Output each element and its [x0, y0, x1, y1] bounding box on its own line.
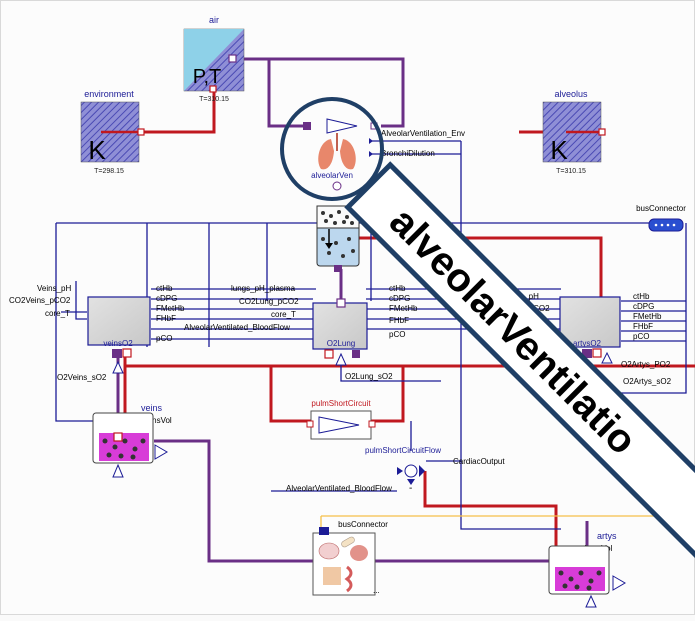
label-alv-bloodflow-1: AlveolarVentilated_BloodFlow: [184, 323, 290, 332]
air-param: T=310.15: [199, 96, 229, 103]
veinsO2-name: veinsO2: [103, 339, 133, 348]
organs-icon: [318, 536, 368, 593]
label-veins-ph: Veins_pH: [37, 284, 71, 293]
pulmShortCircuitFlow-name: pulmShortCircuitFlow: [365, 446, 441, 455]
alveolus-component[interactable]: alveolus K T=310.15: [542, 89, 606, 175]
label-fhbf-right: FHbF: [633, 322, 653, 331]
O2Lung-name: O2Lung: [327, 339, 355, 348]
bus-connector-bottom-name: busConnector: [338, 520, 388, 529]
label-o2lung-so2: O2Lung_sO2: [345, 372, 393, 381]
label-fmethb-mid: FMetHb: [389, 304, 418, 313]
environment-glyph: K: [88, 135, 106, 165]
minus-label: -: [409, 483, 412, 494]
veins-name: veins: [141, 403, 163, 413]
label-cdpg-right: cDPG: [633, 302, 654, 311]
bus-connector-top[interactable]: busConnector: [636, 204, 686, 232]
air-glyph: P,T: [193, 66, 222, 88]
pulmShortCircuit-name: pulmShortCircuit: [311, 399, 371, 408]
alv-env-label: AlveolarVentilation_Env: [381, 129, 465, 138]
label-cdpg-left: cDPG: [156, 294, 177, 303]
artys-name: artys: [597, 531, 617, 541]
label-pco-right: pCO: [633, 332, 649, 341]
label-pco-left: pCO: [156, 334, 172, 343]
label-co2lung: CO2Lung_pCO2: [239, 297, 299, 306]
bus-connector-top-name: busConnector: [636, 204, 686, 213]
pulmShortCircuitFlow-component[interactable]: pulmShortCircuitFlow -: [365, 446, 441, 494]
bus-connector-bottom-dots: ...: [373, 586, 380, 595]
environment-param: T=298.15: [94, 168, 124, 175]
alveolus-param: T=310.15: [556, 168, 586, 175]
label-fhbf-left: FHbF: [156, 314, 176, 323]
air-component[interactable]: air P,T T=310.15: [183, 15, 245, 103]
label-alv-bloodflow-2: AlveolarVentilated_BloodFlow: [286, 484, 392, 493]
artys-component[interactable]: artys ArtysVol: [548, 531, 626, 608]
alveolar-ventilation-component[interactable]: alveolarVen AlveolarVentilation_Env Bron…: [303, 118, 465, 191]
label-core-t-mid: core_T: [271, 310, 296, 319]
label-pco-mid: pCO: [389, 330, 405, 339]
pulmShortCircuit-component[interactable]: pulmShortCircuit: [306, 399, 376, 440]
veinsO2-component[interactable]: veinsO2: [87, 296, 151, 374]
alveolus-glyph: K: [550, 135, 568, 165]
label-o2veins-so2: O2Veins_sO2: [57, 373, 107, 382]
label-cthb-mid: ctHb: [389, 284, 406, 293]
label-cardiac-output: CardiacOutput: [453, 457, 505, 466]
label-cthb-left: ctHb: [156, 284, 173, 293]
label-o2artys-so2: O2Artys_sO2: [623, 377, 672, 386]
label-fhbf-mid: FHbF: [389, 316, 409, 325]
veins-component[interactable]: veins VeinsVol: [92, 403, 172, 478]
veins-sub: VeinsVol: [141, 416, 172, 425]
bronchi-label: BronchiDilution: [381, 149, 435, 158]
label-lungs-ph: lungs_pH_plasma: [231, 284, 296, 293]
label-fmethb-left: FMetHb: [156, 304, 185, 313]
label-fmethb-right: FMetHb: [633, 312, 662, 321]
air-name: air: [209, 15, 219, 25]
label-cthb-right: ctHb: [633, 292, 650, 301]
O2Lung-component[interactable]: O2Lung: [312, 298, 368, 366]
label-co2veins: CO2Veins_pCO2: [9, 296, 71, 305]
particles-icon: [321, 210, 356, 258]
bus-connector-bottom[interactable]: busConnector ...: [312, 520, 388, 596]
diffusion-container[interactable]: [316, 205, 360, 272]
environment-component[interactable]: environment K T=298.15: [80, 89, 145, 175]
artysO2-name: artysO2: [573, 339, 602, 348]
alveolar-ventilation-name: alveolarVen: [311, 171, 353, 180]
label-o2artys-po2: O2Artys_PO2: [621, 360, 671, 369]
alveolus-name: alveolus: [554, 89, 588, 99]
environment-name: environment: [84, 89, 134, 99]
label-core-t-left: core_T: [45, 309, 70, 318]
artysO2-component[interactable]: artysO2: [559, 296, 621, 364]
lungs-icon: [318, 133, 356, 170]
label-cdpg-mid: cDPG: [389, 294, 410, 303]
